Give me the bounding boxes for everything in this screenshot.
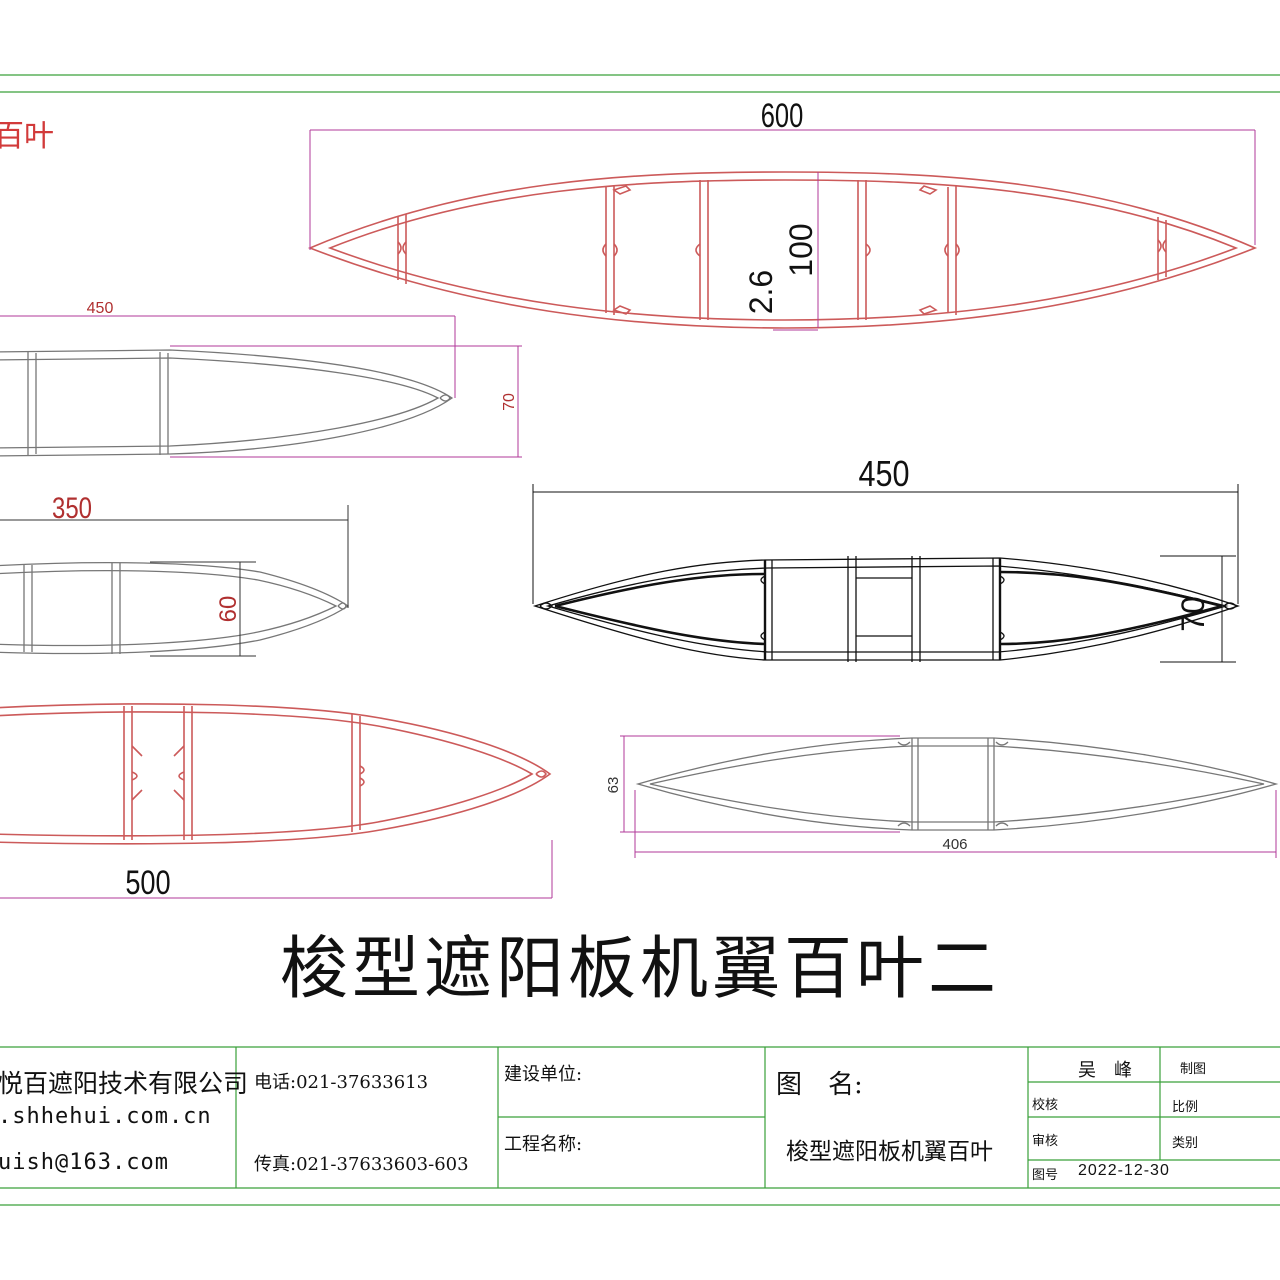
company-website: .shhehui.com.cn [0, 1104, 212, 1129]
client-label: 建设单位: [504, 1064, 583, 1085]
designer-name: 吴 峰 [1078, 1060, 1132, 1081]
company-email: uish@163.com [0, 1150, 169, 1175]
dim-350-height: 60 [215, 596, 242, 623]
dim-600-height: 100 [783, 223, 819, 276]
profile-600-inner [327, 179, 1239, 321]
dim-450b-width: 450 [858, 455, 909, 495]
profile-600: 600 100 2.6 [307, 98, 1258, 331]
phone-number: 电话:021-37633613 [254, 1072, 429, 1093]
ratio-label: 比例 [1172, 1100, 1199, 1115]
main-title: 梭型遮阳板机翼百叶二 [280, 930, 1000, 1009]
draw-label: 制图 [1180, 1062, 1207, 1077]
dim-406-width: 406 [942, 836, 967, 853]
drawing-date: 2022-12-30 [1078, 1162, 1170, 1179]
profile-350: 350 60 [0, 490, 350, 657]
dim-350-width: 350 [52, 490, 92, 524]
dim-600-width: 600 [761, 98, 804, 135]
check-label: 校核 [1032, 1098, 1059, 1113]
dim-500-width: 500 [125, 863, 170, 902]
dim-450a-width: 450 [87, 300, 114, 317]
profile-450a: 450 70 [0, 300, 522, 458]
project-label: 工程名称: [504, 1134, 583, 1155]
company-name: 悦百遮阳技术有限公司 [0, 1069, 249, 1098]
profile-500: 500 [0, 703, 553, 902]
dim-450a-height: 70 [501, 393, 518, 411]
category-label: 类别 [1172, 1136, 1199, 1151]
title-block-grid [235, 1047, 1280, 1188]
drawing-no-label: 图号 [1032, 1168, 1059, 1183]
drawing-name-label: 图 名: [776, 1070, 863, 1100]
dim-406-height: 63 [605, 777, 622, 794]
profile-450b: 450 70 [532, 455, 1240, 663]
corner-label: 百叶 [0, 119, 54, 154]
dim-600-wall: 2.6 [743, 270, 779, 314]
drawing-name: 梭型遮阳板机翼百叶 [786, 1139, 993, 1165]
frame-border [0, 74, 1280, 1206]
profile-600-outer [307, 171, 1258, 329]
fax-number: 传真:021-37633603-603 [254, 1154, 469, 1175]
dim-450b-height: 70 [1175, 596, 1211, 632]
profile-406: 406 63 [605, 735, 1279, 858]
review-label: 审核 [1032, 1134, 1059, 1149]
